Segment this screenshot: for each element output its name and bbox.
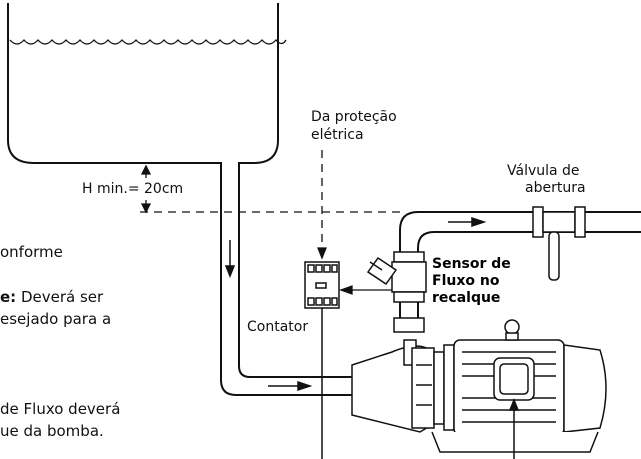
protection-line	[317, 150, 327, 260]
protection-label-line1: Da proteção	[311, 109, 397, 125]
side-text-line2: e: Deverá ser	[0, 288, 104, 306]
h-min-dimension	[140, 164, 400, 214]
valve-label-line2: abertura	[525, 180, 586, 196]
motor-power-arrow	[508, 397, 520, 459]
sensor-signal-arrow	[339, 285, 392, 295]
contactor-device	[304, 261, 340, 309]
side-text-line1: onforme	[0, 243, 63, 261]
side-text-line4: de Fluxo deverá	[0, 400, 120, 418]
side-text-line3: esejado para a	[0, 310, 111, 328]
flow-sensor	[366, 251, 427, 303]
water-surface-waves	[9, 39, 287, 45]
side-text-line5: ue da bomba.	[0, 422, 104, 440]
sensor-flange	[393, 317, 425, 333]
sensor-label-line2: Fluxo no	[432, 273, 500, 289]
sensor-label-line3: recalque	[432, 290, 500, 306]
protection-label-line2: elétrica	[311, 127, 364, 143]
reservoir-tank	[7, 3, 352, 396]
side-text-line2-rest: Deverá ser	[16, 288, 104, 306]
h-min-label: H min.= 20cm	[82, 181, 183, 197]
discharge-flow-arrow	[448, 216, 487, 228]
contactor-label: Contator	[247, 319, 308, 335]
opening-valve	[532, 206, 586, 281]
side-text-line2-bold: e:	[0, 288, 16, 306]
suction-flow-arrows	[224, 240, 313, 392]
sensor-label-line1: Sensor de	[432, 256, 511, 272]
pump-body	[351, 339, 445, 433]
electric-motor	[431, 319, 607, 453]
discharge-pipe	[399, 211, 641, 320]
valve-label-line1: Válvula de	[507, 163, 580, 179]
